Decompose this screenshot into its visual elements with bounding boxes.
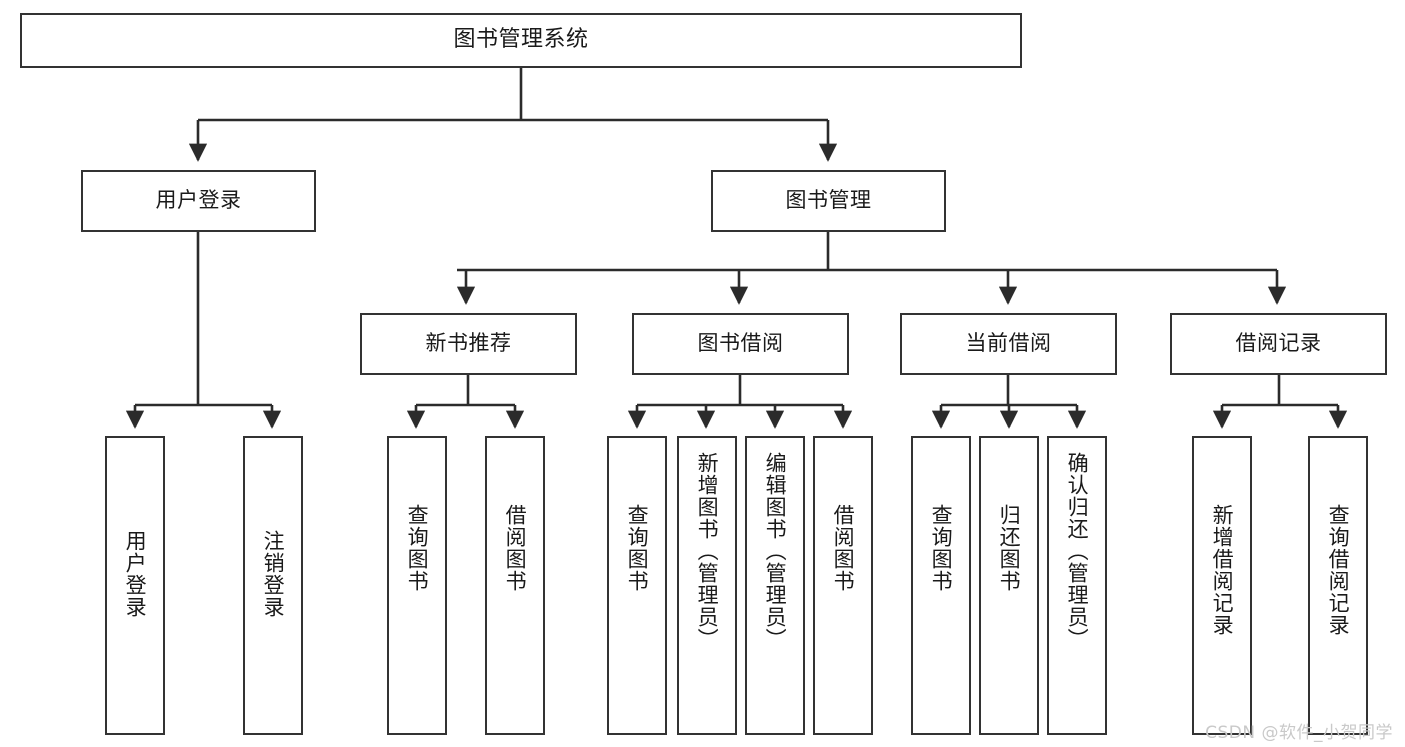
node-label: 确认归还（管理员） [1065, 452, 1090, 650]
node-label: 查询图书 [625, 504, 650, 592]
leaf-borrow-book-recommend[interactable]: 借阅图书 [485, 436, 545, 735]
leaf-user-login[interactable]: 用户登录 [105, 436, 165, 735]
node-book-borrow[interactable]: 图书借阅 [632, 313, 849, 375]
node-label: 新书推荐 [425, 331, 512, 356]
leaf-query-book-current[interactable]: 查询图书 [911, 436, 971, 735]
node-label: 编辑图书（管理员） [763, 452, 788, 650]
leaf-edit-book[interactable]: 编辑图书（管理员） [745, 436, 805, 735]
node-label: 用户登录 [155, 188, 242, 213]
leaf-confirm-return[interactable]: 确认归还（管理员） [1047, 436, 1107, 735]
node-label: 新增图书（管理员） [695, 452, 720, 650]
node-label: 当前借阅 [965, 331, 1052, 356]
csdn-watermark: CSDN @软件_小贺同学 [1205, 723, 1393, 743]
leaf-add-book[interactable]: 新增图书（管理员） [677, 436, 737, 735]
leaf-query-borrow-record[interactable]: 查询借阅记录 [1308, 436, 1368, 735]
node-root-system[interactable]: 图书管理系统 [20, 13, 1022, 68]
node-label: 归还图书 [997, 504, 1022, 592]
leaf-query-book-borrow[interactable]: 查询图书 [607, 436, 667, 735]
node-borrow-record[interactable]: 借阅记录 [1170, 313, 1387, 375]
node-label: 借阅记录 [1235, 331, 1322, 356]
leaf-return-book[interactable]: 归还图书 [979, 436, 1039, 735]
leaf-query-book-recommend[interactable]: 查询图书 [387, 436, 447, 735]
leaf-borrow-book[interactable]: 借阅图书 [813, 436, 873, 735]
node-book-manage[interactable]: 图书管理 [711, 170, 946, 232]
node-label: 查询图书 [405, 504, 430, 592]
leaf-user-logout[interactable]: 注销登录 [243, 436, 303, 735]
node-label: 用户登录 [123, 530, 148, 618]
node-current-borrow[interactable]: 当前借阅 [900, 313, 1117, 375]
node-label: 新增借阅记录 [1210, 504, 1235, 636]
node-label: 查询图书 [929, 504, 954, 592]
node-label: 借阅图书 [503, 504, 528, 592]
node-label: 图书管理系统 [453, 27, 589, 53]
node-user-login[interactable]: 用户登录 [81, 170, 316, 232]
node-label: 图书借阅 [697, 331, 784, 356]
node-label: 查询借阅记录 [1326, 504, 1351, 636]
node-label: 注销登录 [261, 530, 286, 618]
node-label: 图书管理 [785, 188, 872, 213]
node-new-book-recommend[interactable]: 新书推荐 [360, 313, 577, 375]
node-label: 借阅图书 [831, 504, 856, 592]
leaf-add-borrow-record[interactable]: 新增借阅记录 [1192, 436, 1252, 735]
